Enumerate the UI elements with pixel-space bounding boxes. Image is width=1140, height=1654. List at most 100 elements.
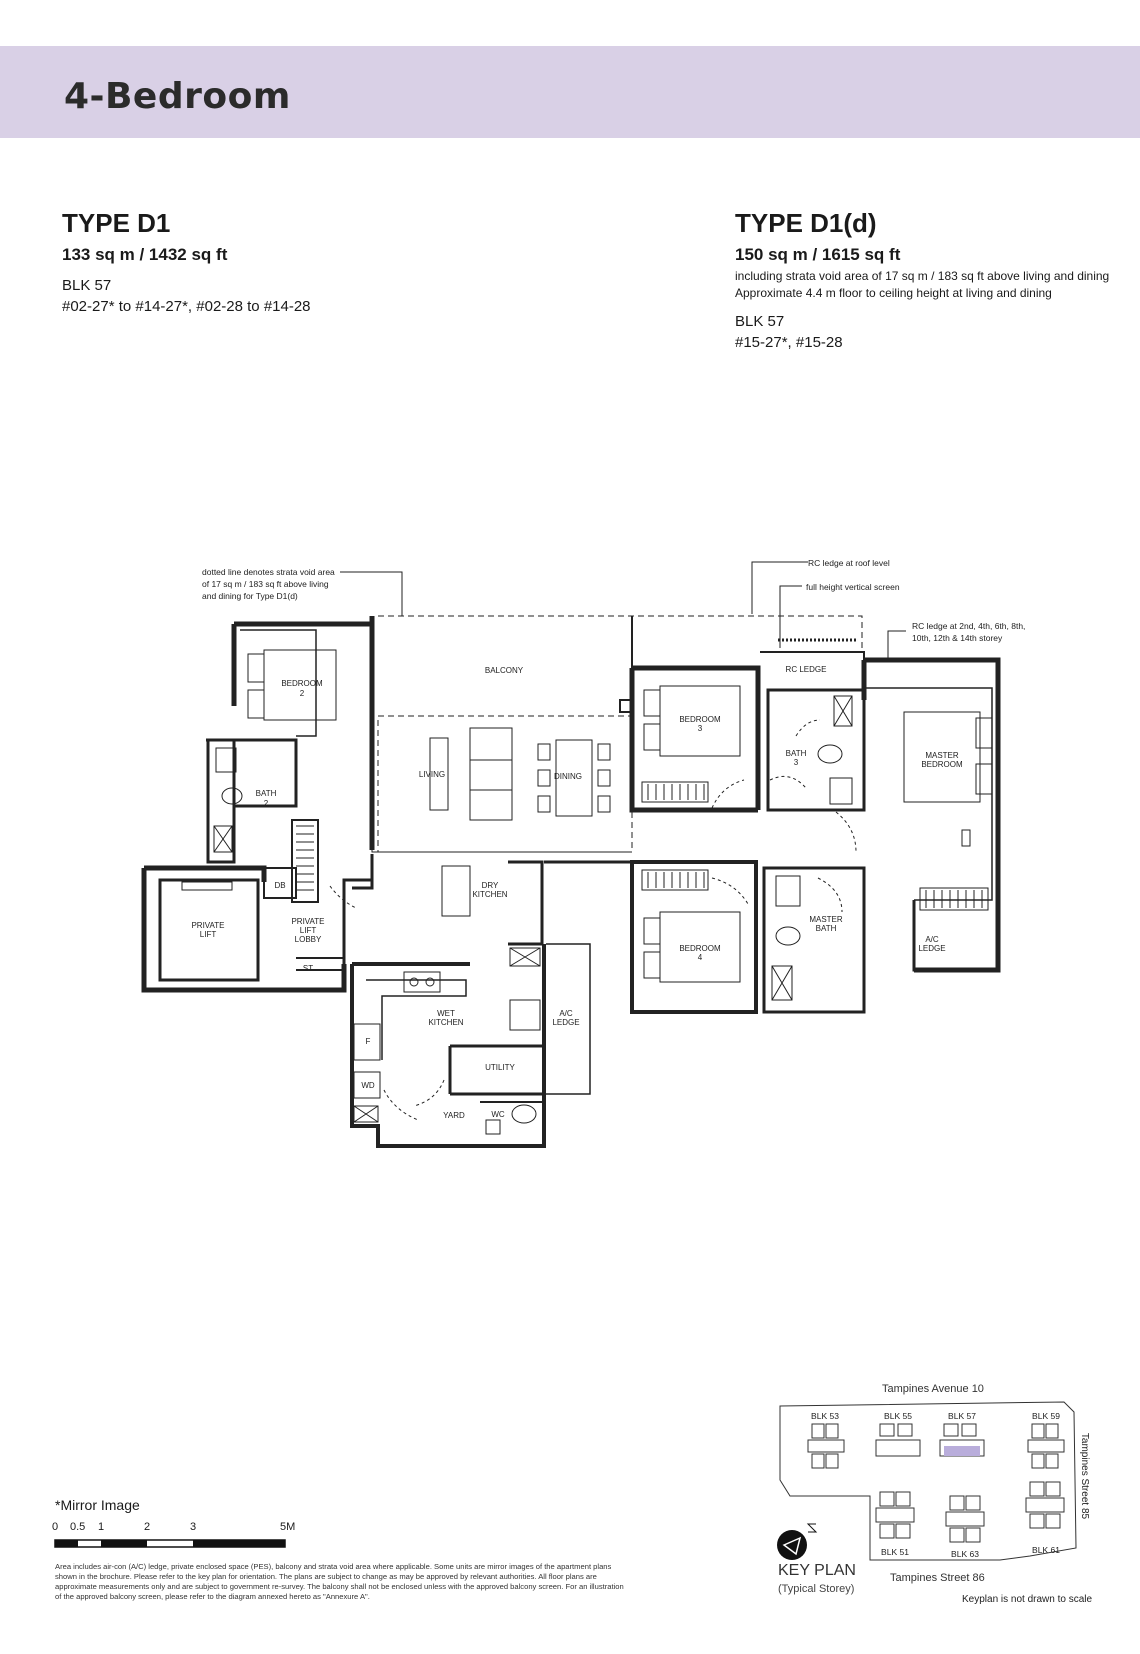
room-bath3: 3 [794, 758, 799, 767]
wardrobe-lines [925, 890, 983, 908]
room-lobby: LIFT [300, 926, 317, 935]
kp-subtitle: (Typical Storey) [778, 1583, 855, 1595]
toilet [775, 926, 801, 946]
scale-label: 0 [52, 1521, 59, 1533]
db-box [263, 867, 297, 899]
bed-4 [659, 911, 741, 983]
wardrobe-4 [641, 869, 709, 891]
callout-void: and dining for Type D1(d) [202, 591, 298, 601]
wall-wc [480, 1101, 545, 1146]
wardrobe-lines [296, 825, 314, 891]
room-acl-mid: LEDGE [552, 1018, 579, 1027]
callout-line-screen [779, 585, 802, 648]
bed-pillow [643, 723, 661, 751]
room-utility: UTILITY [485, 1063, 515, 1072]
room-lobby: PRIVATE [291, 917, 324, 926]
counter [366, 979, 467, 1060]
wall-bedroom2 [231, 616, 375, 850]
x-mark [833, 695, 853, 727]
wardrobe-lines [647, 784, 705, 800]
kp-street-right: Tampines Street 85 [1079, 1433, 1090, 1520]
scale-label: 2 [144, 1521, 151, 1533]
x-mark [353, 1105, 379, 1123]
room-master-bath: BATH [816, 924, 837, 933]
room-master-bath: MASTER [809, 915, 843, 924]
room-bedroom2: 2 [300, 689, 305, 698]
void-outline-living [377, 715, 633, 853]
tv-console [429, 737, 449, 811]
wall-lift-block [141, 865, 347, 993]
dining-table [555, 739, 593, 817]
scale-labels: 0 0.5 1 2 3 5M [52, 1521, 312, 1535]
unit-note: including strata void area of 17 sq m / … [735, 269, 1110, 283]
unit-note: Approximate 4.4 m floor to ceiling heigh… [735, 286, 1052, 300]
scale-label: 0.5 [70, 1521, 86, 1533]
room-store: ST [303, 964, 313, 973]
key-plan-map [779, 1401, 1077, 1561]
wall-bath3 [766, 688, 866, 812]
header-band: 4-Bedroom [0, 46, 1140, 138]
unit-type-d1d: TYPE D1(d) 150 sq m / 1615 sq ft includi… [735, 208, 1109, 353]
wall-lobby-west [342, 854, 374, 964]
store-wall [296, 957, 344, 971]
room-dry-kitchen: DRY [482, 881, 499, 890]
x-mark [509, 947, 541, 967]
fridge [353, 1023, 381, 1061]
wall-master-inner [864, 687, 993, 901]
acl-mid-outline [546, 943, 591, 1095]
shelf-wardrobe [291, 819, 319, 903]
callout-rc-floors: RC ledge at 2nd, 4th, 6th, 8th, [912, 621, 1025, 631]
wall-bedroom4 [630, 860, 758, 1014]
room-lift: PRIVATE [191, 921, 224, 930]
basin [485, 1119, 501, 1135]
room-rc-ledge: RC LEDGE [786, 665, 827, 674]
sink [509, 999, 541, 1031]
wall-dry-kitchen [508, 860, 632, 946]
unit-numbers: #02-27* to #14-27*, #02-28 to #14-28 [62, 298, 311, 315]
bed-pillow [643, 917, 661, 945]
lift-shaft [158, 878, 260, 982]
basin [775, 875, 801, 907]
scale-label: 3 [190, 1521, 197, 1533]
room-dry-kitchen: KITCHEN [472, 890, 507, 899]
washer-dryer [353, 1071, 381, 1099]
master-bed [903, 711, 981, 803]
door-swing [413, 1079, 445, 1107]
wall-wet-kitchen [350, 944, 546, 1148]
room-balcony: BALCONY [485, 666, 524, 675]
lift-door [181, 881, 233, 891]
kitchen-island [441, 865, 471, 917]
block-63 [945, 1495, 985, 1543]
sofa-cushions [470, 759, 512, 791]
unit-numbers: #15-27*, #15-28 [735, 334, 843, 351]
wall-bedroom2-inner [240, 629, 317, 737]
shower-yard [353, 1105, 379, 1123]
door-swing [817, 877, 843, 913]
door-swing [795, 719, 821, 737]
wall-master-bath [762, 866, 866, 1014]
room-yard: YARD [443, 1111, 465, 1120]
block-61 [1025, 1481, 1065, 1529]
room-wd: WD [361, 1081, 375, 1090]
unit-name: TYPE D1(d) [735, 208, 877, 238]
room-acl-right: A/C [925, 935, 939, 944]
room-wet-kitchen: WET [437, 1009, 455, 1018]
bed-pillow [975, 717, 993, 749]
sofa [469, 727, 513, 821]
room-bath3: BATH [786, 749, 807, 758]
room-bedroom2: BEDROOM [281, 679, 323, 688]
wardrobe-master [919, 887, 989, 911]
wall-lobby [352, 880, 374, 890]
bed-pillow [643, 689, 661, 717]
bed-pillow [247, 689, 265, 719]
toilet [221, 787, 243, 805]
chair [537, 743, 551, 761]
bed-pillow [247, 653, 265, 683]
room-acl-right: LEDGE [918, 944, 945, 953]
basin [215, 747, 237, 773]
door-swing [769, 775, 807, 789]
kp-blk-53: BLK 53 [811, 1411, 839, 1421]
room-wc: WC [491, 1110, 505, 1119]
room-dining: DINING [554, 772, 582, 781]
kp-blk-63: BLK 63 [951, 1549, 979, 1559]
